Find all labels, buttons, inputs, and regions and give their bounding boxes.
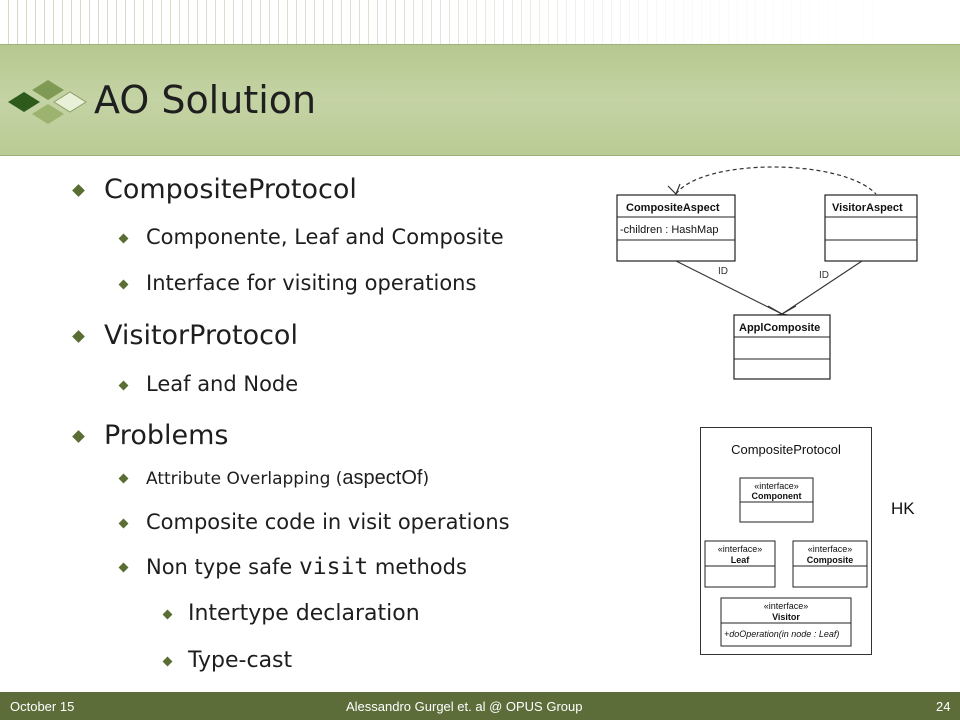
bullet-componente: Componente, Leaf and Composite [118, 225, 504, 249]
class-name: CompositeAspect [626, 202, 720, 214]
footer-date: October 15 [10, 699, 75, 714]
arrow-head-icon [667, 183, 681, 196]
bullet-diamond-icon [118, 562, 129, 573]
bullet-diamond-icon [118, 233, 129, 244]
diamond-logo-icon [8, 80, 87, 124]
hk-label: HK [891, 499, 915, 518]
bullet-diamond-icon [72, 184, 85, 197]
bullet-diamond-icon [118, 380, 129, 391]
stereotype-label: «interface» [764, 601, 809, 611]
bullet-interface-visiting: Interface for visiting operations [118, 271, 477, 295]
bullet-diamond-icon [162, 656, 173, 667]
bullet-text: Attribute Overlapping ( [146, 469, 343, 489]
id-label-left: ID [718, 266, 728, 277]
bullet-typecast: Type-cast [162, 648, 293, 673]
component-interface: «interface» Component [739, 477, 814, 523]
bullet-text: Type-cast [188, 648, 293, 673]
bullet-visitor-protocol: VisitorProtocol [72, 320, 298, 351]
composite-aspect-class: CompositeAspect -children : HashMap [616, 194, 736, 262]
slide-title: AO Solution [94, 78, 317, 122]
footer-page-number: 24 [936, 699, 951, 714]
bullet-composite-protocol: CompositeProtocol [72, 174, 357, 205]
title-bar [0, 44, 960, 156]
aspect-class-diagram: CompositeAspect -children : HashMap Visi… [612, 156, 920, 382]
association-line [781, 260, 863, 315]
interface-name: Component [752, 491, 802, 501]
association-line [675, 260, 783, 315]
aspectof-text: aspectOf [342, 467, 423, 489]
interface-name: Leaf [731, 555, 751, 565]
bullet-content: CompositeProtocol Componente, Leaf and C… [0, 160, 620, 680]
package-name: CompositeProtocol [731, 442, 841, 457]
footer-bar: October 15 Alessandro Gurgel et. al @ OP… [0, 692, 960, 720]
bullet-text: Composite code in visit operations [146, 510, 510, 534]
bullet-non-type-safe: Non type safe visit methods [118, 554, 467, 580]
bullet-text: Intertype declaration [188, 601, 420, 626]
visitor-aspect-class: VisitorAspect [824, 194, 918, 262]
id-label-right: ID [819, 270, 829, 281]
bullet-text: Interface for visiting operations [146, 271, 477, 295]
bullet-text-post: methods [368, 555, 467, 579]
bullet-text: Problems [104, 420, 229, 451]
leaf-interface: «interface» Leaf [704, 540, 776, 588]
bullet-text: CompositeProtocol [104, 174, 357, 205]
bullet-leaf-node: Leaf and Node [118, 372, 299, 396]
class-attribute: -children : HashMap [620, 224, 718, 236]
bullet-diamond-icon [118, 473, 129, 484]
bullet-diamond-icon [162, 609, 173, 620]
class-name: VisitorAspect [832, 202, 903, 214]
header-stripes-fade [0, 0, 960, 50]
composite-interface: «interface» Composite [792, 540, 868, 588]
bullet-composite-code: Composite code in visit operations [118, 510, 510, 534]
composite-protocol-package-diagram: CompositeProtocol «interface» Component … [700, 427, 872, 655]
visitor-interface: «interface» Visitor +doOperation(in node… [720, 597, 852, 647]
dependency-arrow [675, 166, 877, 195]
bullet-text: Componente, Leaf and Composite [146, 225, 504, 249]
visit-code-text: visit [298, 554, 369, 580]
stereotype-label: «interface» [718, 544, 763, 554]
stereotype-label: «interface» [754, 481, 799, 491]
stereotype-label: «interface» [808, 544, 853, 554]
bullet-problems: Problems [72, 420, 229, 451]
bullet-text: VisitorProtocol [104, 320, 298, 351]
bullet-diamond-icon [118, 518, 129, 529]
bullet-text-close: ) [422, 469, 430, 489]
footer-author: Alessandro Gurgel et. al @ OPUS Group [346, 699, 583, 714]
bullet-attribute-overlapping: Attribute Overlapping (aspectOf) [118, 467, 430, 490]
bullet-diamond-icon [72, 330, 85, 343]
interface-name: Composite [807, 555, 854, 565]
appl-composite-class: ApplComposite [733, 314, 831, 380]
bullet-diamond-icon [72, 430, 85, 443]
bullet-text: Non type safe [146, 555, 299, 579]
class-name: ApplComposite [739, 322, 820, 334]
bullet-intertype: Intertype declaration [162, 601, 420, 626]
bullet-diamond-icon [118, 279, 129, 290]
interface-name: Visitor [772, 612, 800, 622]
bullet-text: Leaf and Node [146, 372, 299, 396]
operation-label: +doOperation(in node : Leaf) [724, 629, 839, 639]
